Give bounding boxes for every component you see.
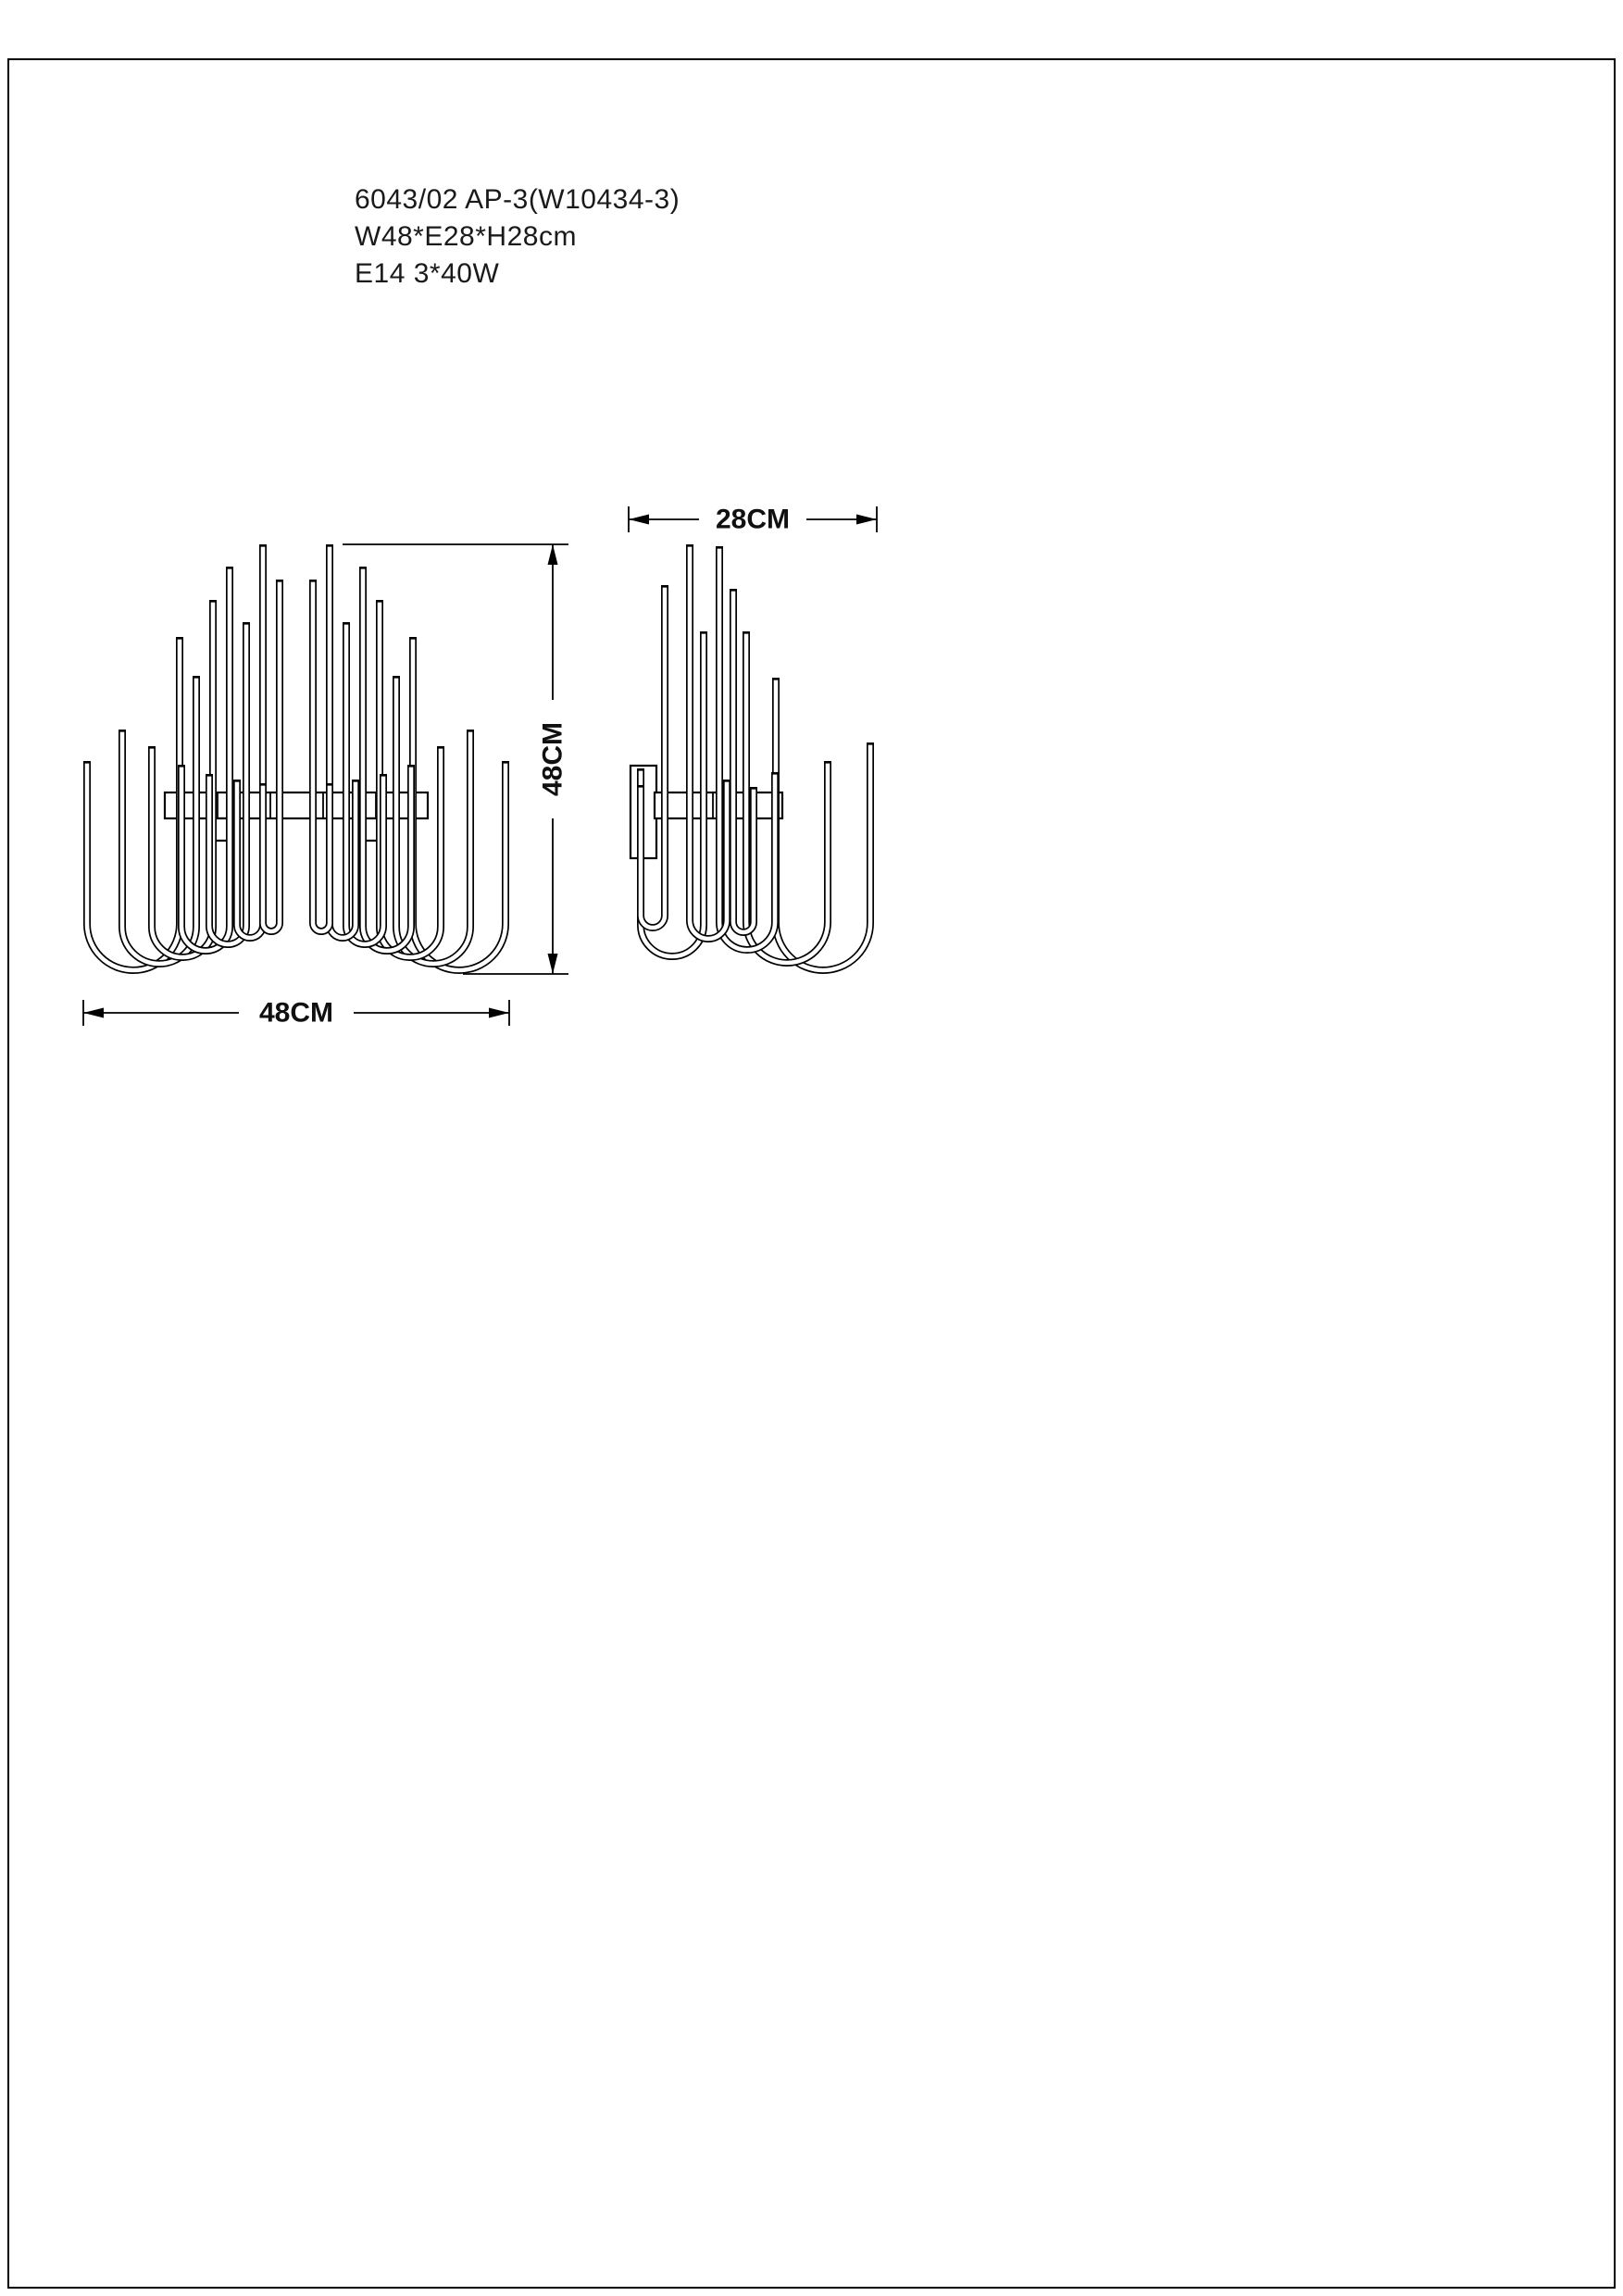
side-depth-label: 28CM xyxy=(716,505,790,535)
title-block: 6043/02 AP-3(W10434-3) W48*E28*H28cm E14… xyxy=(355,181,680,293)
front-view xyxy=(83,544,509,974)
lamp-arm xyxy=(730,589,757,936)
lamp-arm xyxy=(343,622,387,948)
mounting-bar-body xyxy=(163,791,430,820)
side-view xyxy=(629,544,874,974)
product-code: 6043/02 AP-3(W10434-3) xyxy=(355,184,680,215)
front-width-label: 48CM xyxy=(259,998,333,1029)
page-frame xyxy=(7,58,1616,2289)
size-spec: W48*E28*H28cm xyxy=(355,221,577,252)
lamp-arm xyxy=(409,637,509,974)
front-height-label: 48CM xyxy=(538,722,568,796)
dimension-lines xyxy=(82,506,878,1026)
lamp-arm xyxy=(309,580,333,935)
lamp-arm xyxy=(206,622,250,948)
mounting-bar xyxy=(163,791,430,842)
lamp-arm xyxy=(359,567,415,955)
lamp-arm xyxy=(393,676,474,967)
lamp-arm xyxy=(637,585,668,931)
front-arms xyxy=(83,544,509,974)
lamp-arm xyxy=(743,631,831,967)
lamp-arm xyxy=(259,580,283,935)
side-arms xyxy=(637,544,874,974)
lamp-arm xyxy=(178,567,233,955)
lamp-arm xyxy=(772,678,874,974)
lamp-arm xyxy=(119,676,200,967)
lamp-arm xyxy=(83,637,183,974)
lamp-spec: E14 3*40W xyxy=(355,258,500,289)
lamp-arm xyxy=(686,544,730,942)
